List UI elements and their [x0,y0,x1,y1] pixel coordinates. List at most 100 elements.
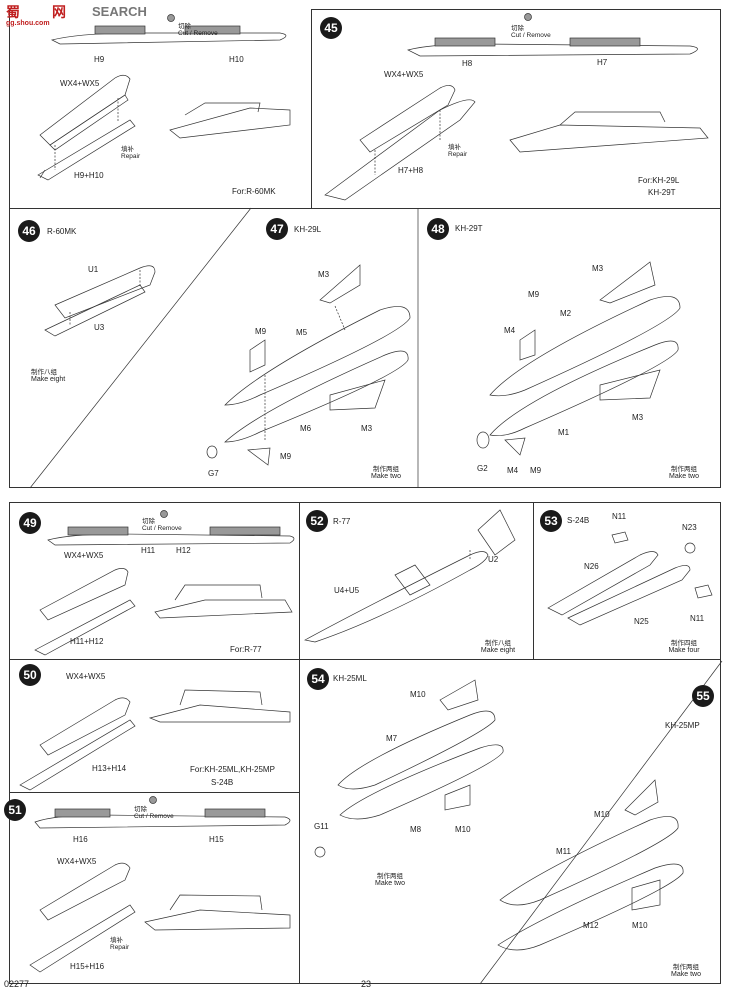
panel-step-51 [9,792,300,984]
product-code: 02277 [4,979,30,989]
make-en: Make eight [31,376,66,383]
make-cn: 制作两组 [673,964,699,971]
label-m3-top-47: M3 [318,270,330,279]
label-h15-h16: H15+H16 [70,962,105,971]
r60mk-assembly [44,265,156,337]
label-wx-50: WX4+WX5 [66,672,106,681]
make-cn: 制作八组 [31,369,57,376]
step-48-title: KH-29T [455,224,483,233]
step-number-55: 55 [692,685,714,707]
label-n23: N23 [682,523,697,532]
make-cn: 制作两组 [671,466,697,473]
cut-en: Cut / Remove [134,813,174,820]
label-n26: N26 [584,562,599,571]
launcher-step50 [19,689,291,791]
kh25mp-assembly [497,779,684,951]
label-m10-top-55: M10 [594,810,610,819]
label-h11-h12: H11+H12 [70,637,104,646]
launcher-step44 [37,74,291,181]
make-en: Make two [669,473,699,480]
make-cn: 制作两组 [373,466,399,473]
step-number-45: 45 [320,17,342,39]
step-number-51: 51 [4,799,26,821]
repair-en: Repair [110,944,130,951]
step-number-46: 46 [18,220,40,242]
label-m7: M7 [386,734,398,743]
make-en: Make two [671,971,701,978]
label-u3: U3 [94,323,105,332]
label-h10: H10 [229,55,244,64]
step-number-52: 52 [306,510,328,532]
launcher-step51 [29,862,291,973]
step-number-53: 53 [540,510,562,532]
repair-cn: 填补 [448,144,461,151]
label-h16: H16 [73,835,88,844]
launcher-step49 [34,568,293,656]
cut-en: Cut / Remove [511,32,551,39]
label-u1: U1 [88,265,99,274]
label-m10-bottom-55: M10 [632,921,648,930]
page-number: 23 [361,979,372,989]
pylon-h7-h8 [407,13,698,57]
label-h11: H11 [141,546,156,555]
label-m11: M11 [556,847,571,856]
label-m9-47: M9 [255,327,267,336]
label-wx-44: WX4+WX5 [60,79,100,88]
kh29t-assembly [476,261,681,456]
for-kh25: For:KH-25ML,KH-25MP [190,765,275,774]
label-n11-bottom: N11 [690,614,705,623]
label-wx-49: WX4+WX5 [64,551,104,560]
cut-en: Cut / Remove [178,30,218,37]
step-54-title: KH-25ML [333,674,367,683]
watermark-cjk2: 网 [52,4,66,20]
for-kh29l: For:KH-29L [638,176,680,185]
label-m4-top-48: M4 [504,326,516,335]
label-m8: M8 [410,825,422,834]
label-h9: H9 [94,55,105,64]
step-number-54: 54 [307,668,329,690]
label-g11: G11 [314,822,329,831]
cut-en: Cut / Remove [142,525,182,532]
cut-cn: 切除 [142,518,155,525]
pylon-h11-h12 [47,510,295,546]
watermark-main: SEARCH [92,4,147,19]
cut-cn: 切除 [178,23,191,30]
label-m9-48: M9 [528,290,540,299]
label-m3-bottom-47: M3 [361,424,373,433]
label-m1: M1 [558,428,570,437]
launcher-step45 [324,85,709,201]
watermark-cjk: 蜀 [6,4,20,20]
repair-cn: 填补 [110,937,123,944]
for-s24b: S-24B [211,778,234,787]
label-g7: G7 [208,469,219,478]
label-wx-45: WX4+WX5 [384,70,424,79]
for-kh29t: KH-29T [648,188,676,197]
step-55-title: KH-25MP [665,721,700,730]
label-wx-51: WX4+WX5 [57,857,97,866]
label-h15: H15 [209,835,224,844]
repair-en: Repair [121,153,141,160]
for-r77: For:R-77 [230,645,262,654]
for-r60mk: For:R-60MK [232,187,276,196]
step-number-50: 50 [19,664,41,686]
label-h7: H7 [597,58,608,67]
label-m6: M6 [300,424,312,433]
label-m9-bottom-48: M9 [530,466,542,475]
watermark-sub: gg.shou.com [6,20,50,27]
label-n25: N25 [634,617,649,626]
label-h13-h14: H13+H14 [92,764,127,773]
s24b-assembly [547,531,713,626]
make-en: Make two [375,880,405,887]
